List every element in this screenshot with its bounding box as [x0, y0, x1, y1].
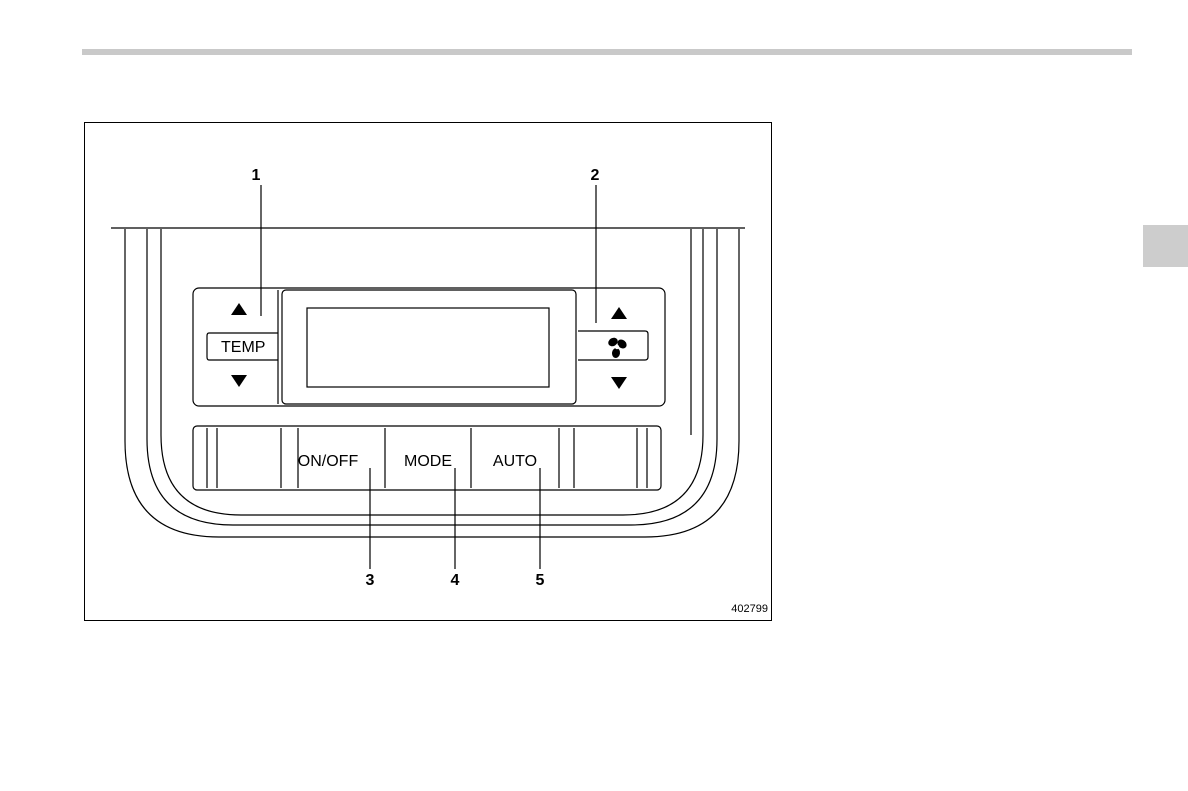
figure-frame: TEMP ON/OFF MODE AUTO 1 2 3 4 5 402799 — [84, 122, 772, 621]
figure-id: 402799 — [731, 603, 768, 615]
auto-label: AUTO — [493, 453, 537, 470]
display-screen — [307, 308, 549, 387]
temp-up-arrow-icon — [231, 303, 247, 315]
temp-down-arrow-icon — [231, 375, 247, 387]
callout-5: 5 — [536, 572, 545, 589]
section-tab — [1143, 225, 1188, 267]
callout-1: 1 — [252, 167, 261, 184]
bezel-inner — [161, 229, 703, 515]
fan-icon — [607, 336, 629, 359]
callout-3: 3 — [366, 572, 375, 589]
temp-label: TEMP — [221, 339, 265, 356]
climate-panel-diagram: TEMP ON/OFF MODE AUTO 1 2 3 4 5 402799 — [85, 123, 773, 622]
bezel-outer — [125, 229, 739, 537]
header-rule — [82, 49, 1132, 55]
callout-2: 2 — [591, 167, 600, 184]
callout-4: 4 — [451, 572, 460, 589]
fan-down-arrow-icon — [611, 377, 627, 389]
fan-up-arrow-icon — [611, 307, 627, 319]
on-off-label: ON/OFF — [298, 453, 359, 470]
mode-label: MODE — [404, 453, 452, 470]
